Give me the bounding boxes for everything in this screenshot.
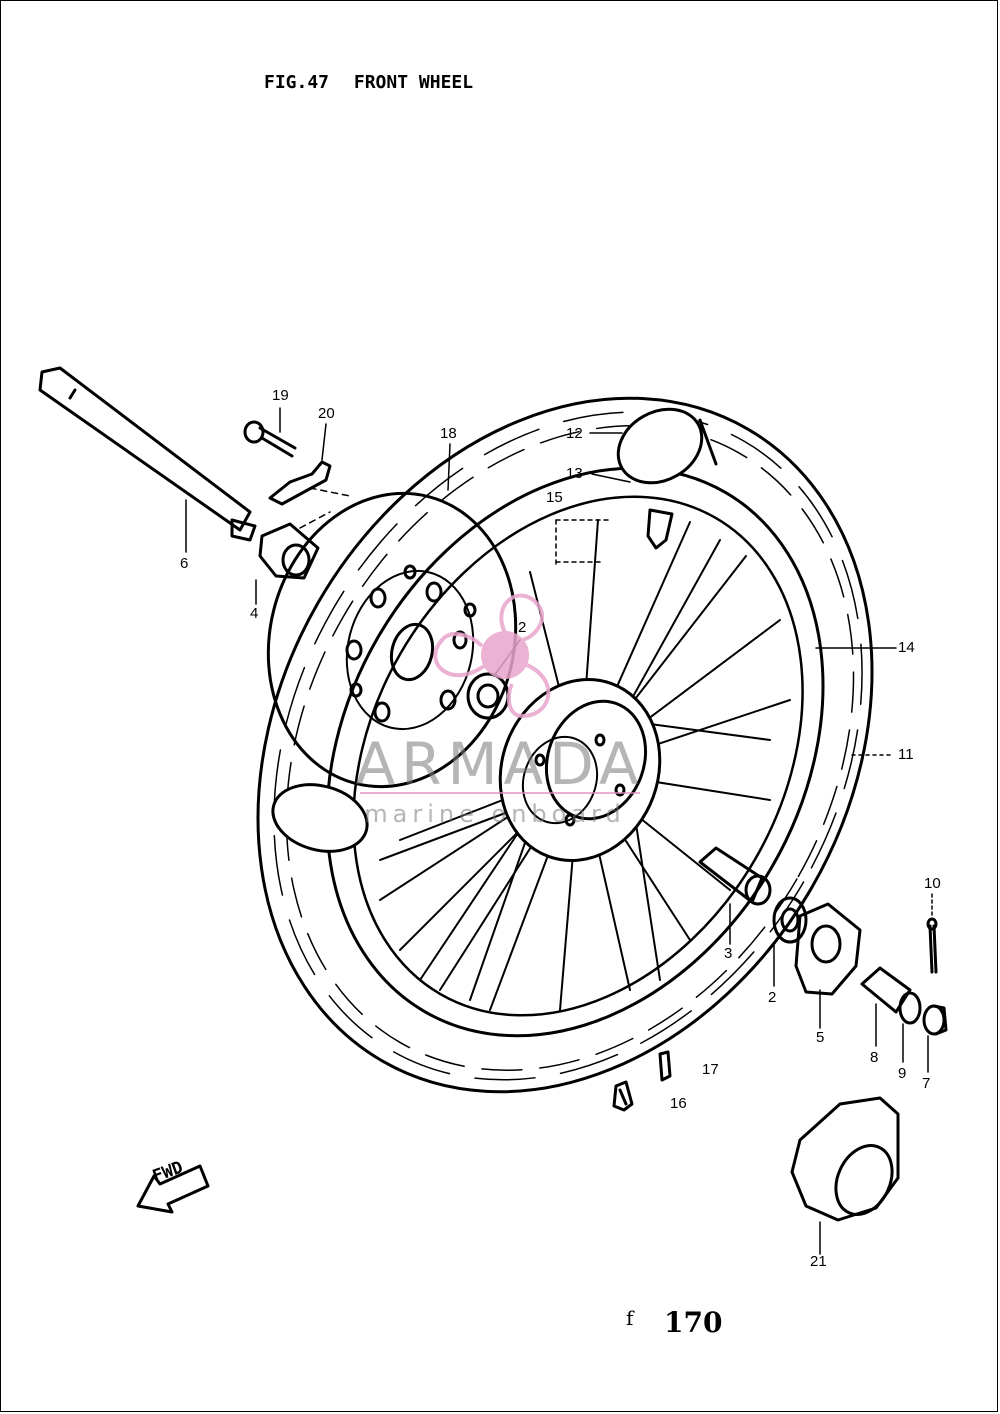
callout-14: 14 <box>898 639 915 656</box>
axle-spacer <box>258 522 320 580</box>
callout-9: 9 <box>898 1065 907 1082</box>
disc-bolt <box>243 420 297 458</box>
balancer-weight-16 <box>612 1080 634 1112</box>
callout-21: 21 <box>810 1253 827 1270</box>
callout-4: 4 <box>250 605 259 622</box>
callout-2-left: 2 <box>518 619 527 636</box>
forward-direction-arrow-icon <box>136 1164 210 1214</box>
front-axle <box>38 366 257 542</box>
rim <box>352 495 804 1017</box>
callout-3: 3 <box>724 945 733 962</box>
callout-5: 5 <box>816 1029 825 1046</box>
speedometer-gearbox <box>794 902 862 996</box>
callout-11: 11 <box>898 746 914 763</box>
page-number: 170 <box>664 1306 723 1339</box>
callout-20: 20 <box>318 405 335 422</box>
callout-7: 7 <box>922 1075 931 1092</box>
lock-washer <box>268 460 332 506</box>
watermark-tagline: marine onboard <box>364 800 626 828</box>
valve-stem <box>646 508 674 550</box>
watermark-logo-icon <box>433 593 551 719</box>
tire-section-top <box>616 407 718 485</box>
callout-13: 13 <box>566 465 583 482</box>
figure-name: FRONT WHEEL <box>353 72 474 93</box>
callout-19: 19 <box>272 387 289 404</box>
page-mark: f <box>626 1306 634 1330</box>
axle-nut <box>922 1004 948 1036</box>
figure-title: FIG.47 FRONT WHEEL <box>264 72 473 93</box>
leader-lines <box>185 407 933 1255</box>
callout-18: 18 <box>440 425 457 442</box>
figure-number: FIG.47 <box>264 72 330 93</box>
cotter-pin <box>926 917 938 974</box>
watermark-rule <box>360 792 640 794</box>
callout-2-right: 2 <box>768 989 777 1006</box>
callout-16: 16 <box>670 1095 687 1112</box>
tire-section-bottom <box>271 783 369 853</box>
callout-8: 8 <box>870 1049 879 1066</box>
callout-6: 6 <box>180 555 189 572</box>
balancer-weight-17 <box>658 1050 672 1082</box>
right-bearing <box>772 896 808 944</box>
washer <box>898 991 922 1025</box>
callout-10: 10 <box>924 875 941 892</box>
callout-15: 15 <box>546 489 563 506</box>
hub-spacer <box>698 846 772 906</box>
callout-12: 12 <box>566 425 583 442</box>
callout-17: 17 <box>702 1061 719 1078</box>
tire <box>256 396 874 1094</box>
dust-cover <box>790 1096 900 1222</box>
watermark-brand: ARMADA <box>355 730 645 798</box>
axle-collar <box>860 966 912 1014</box>
